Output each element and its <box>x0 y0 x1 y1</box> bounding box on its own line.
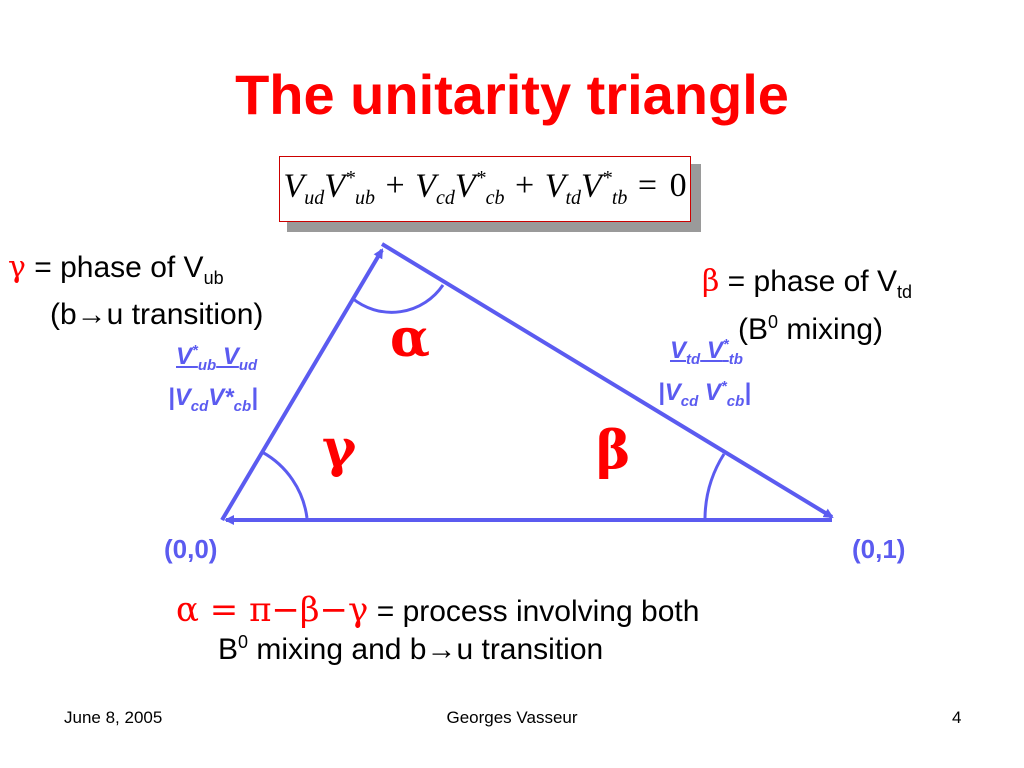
rl-num-a: V <box>176 343 193 370</box>
coord-one: (0,1) <box>852 534 906 564</box>
rl-den-open: | <box>168 384 175 411</box>
angle-label-beta: β <box>596 420 631 481</box>
angle-label-alpha: α <box>390 308 431 369</box>
ratio-left-denominator: |VcdV*cb| <box>168 384 258 415</box>
equation-box: VudV*ub + VcdV*cb + VtdV*tb = 0 <box>279 156 691 222</box>
eq-equals: = <box>637 167 658 205</box>
footer-date: June 8, 2005 <box>64 708 163 727</box>
rr-den-b: V <box>698 379 721 406</box>
eq-term2-sub: cd <box>435 187 455 210</box>
eq-term3-sub2: tb <box>611 187 628 210</box>
beta-line2-rest: mixing) <box>778 313 884 346</box>
page-title: The unitarity triangle <box>235 63 789 126</box>
rl-num-b: V <box>216 343 239 370</box>
unitarity-equation: VudV*ub + VcdV*cb + VtdV*tb = 0 <box>280 167 692 210</box>
rr-den-a-sub: cd <box>680 392 699 410</box>
beta-description: β = phase of Vtd <box>702 264 912 303</box>
rr-den-b-sup: * <box>720 378 727 395</box>
eq-term1-v2: V <box>324 167 345 205</box>
ratio-right-numerator: Vtd V*tb <box>670 336 743 368</box>
rr-num-a-sub: td <box>686 350 701 368</box>
footer-page-number: 4 <box>952 708 962 727</box>
eq-rhs: 0 <box>669 167 687 205</box>
triangle-side-left <box>220 248 384 522</box>
footer-author: Georges Vasseur <box>446 708 578 727</box>
gamma-description-line2: (b→u transition) <box>50 298 264 331</box>
angle-arc-beta <box>703 453 726 519</box>
rr-num-b-sub: tb <box>728 350 743 368</box>
relation-line2-sup: 0 <box>238 632 249 652</box>
eq-term2-v2: V <box>454 167 476 205</box>
rr-num-a: V <box>670 337 687 364</box>
eq-term2-sup: * <box>475 167 486 189</box>
angle-relation: α = π−β−γ = process involving both <box>176 590 699 630</box>
rl-den-b: V* <box>208 384 234 411</box>
rl-den-close: | <box>251 384 258 411</box>
relation-line2-a: B <box>218 633 239 666</box>
gamma-description: γ = phase of Vub <box>8 250 224 289</box>
relation-formula: α = π−β−γ <box>176 590 369 630</box>
rr-num-b-sup: * <box>722 336 729 353</box>
beta-desc-text: = phase of V <box>719 265 897 298</box>
eq-term3-v: V <box>544 167 566 205</box>
rr-den-b-sub: cb <box>726 392 745 410</box>
rr-den-open: | <box>658 379 665 406</box>
rl-num-a-sup: * <box>192 342 198 359</box>
rl-den-a: V <box>174 384 191 411</box>
angle-arc-gamma <box>261 450 309 519</box>
eq-term3-sup: * <box>601 167 612 189</box>
rl-num-a-sub: ub <box>197 356 217 374</box>
ratio-right-denominator: |Vcd V*cb| <box>658 378 751 410</box>
ratio-left-numerator: V*ub Vud <box>176 342 257 374</box>
rr-den-close: | <box>744 379 752 406</box>
coord-origin: (0,0) <box>164 534 218 564</box>
angle-relation-line2: B0 mixing and b→u transition <box>218 632 603 667</box>
angle-label-gamma: γ <box>322 418 357 479</box>
rl-den-b-sub: cb <box>233 397 252 415</box>
eq-term1-sub: ud <box>304 187 325 210</box>
beta-line2-sup: 0 <box>768 312 779 332</box>
gamma-desc-text: = phase of V <box>25 251 204 284</box>
eq-term2-v: V <box>415 167 436 205</box>
eq-term3-v2: V <box>581 167 602 205</box>
rr-num-b: V <box>700 337 723 364</box>
eq-term2-sub2: cb <box>485 187 505 210</box>
beta-symbol: β <box>702 264 720 299</box>
eq-plus2: + <box>515 167 535 205</box>
triangle-side-right <box>380 242 834 519</box>
eq-plus1: + <box>385 167 405 205</box>
gamma-desc-sub: ub <box>203 268 224 288</box>
rl-den-a-sub: cd <box>190 397 209 415</box>
eq-term1-sub2: ub <box>354 187 375 210</box>
beta-description-line2: (B0 mixing) <box>738 312 883 347</box>
eq-term1-sup: * <box>344 167 355 189</box>
gamma-symbol: γ <box>8 250 26 285</box>
rr-den-a: V <box>664 379 681 406</box>
eq-term1-v: V <box>283 167 305 205</box>
relation-line2-b: mixing and b→u transition <box>248 633 604 666</box>
beta-line2-open: (B <box>738 313 768 346</box>
beta-desc-sub: td <box>896 282 912 302</box>
eq-term3-sub: td <box>565 187 582 210</box>
relation-text: = process involving both <box>368 595 700 628</box>
angle-arc-alpha <box>351 284 445 314</box>
rl-num-b-sub: ud <box>238 356 258 374</box>
